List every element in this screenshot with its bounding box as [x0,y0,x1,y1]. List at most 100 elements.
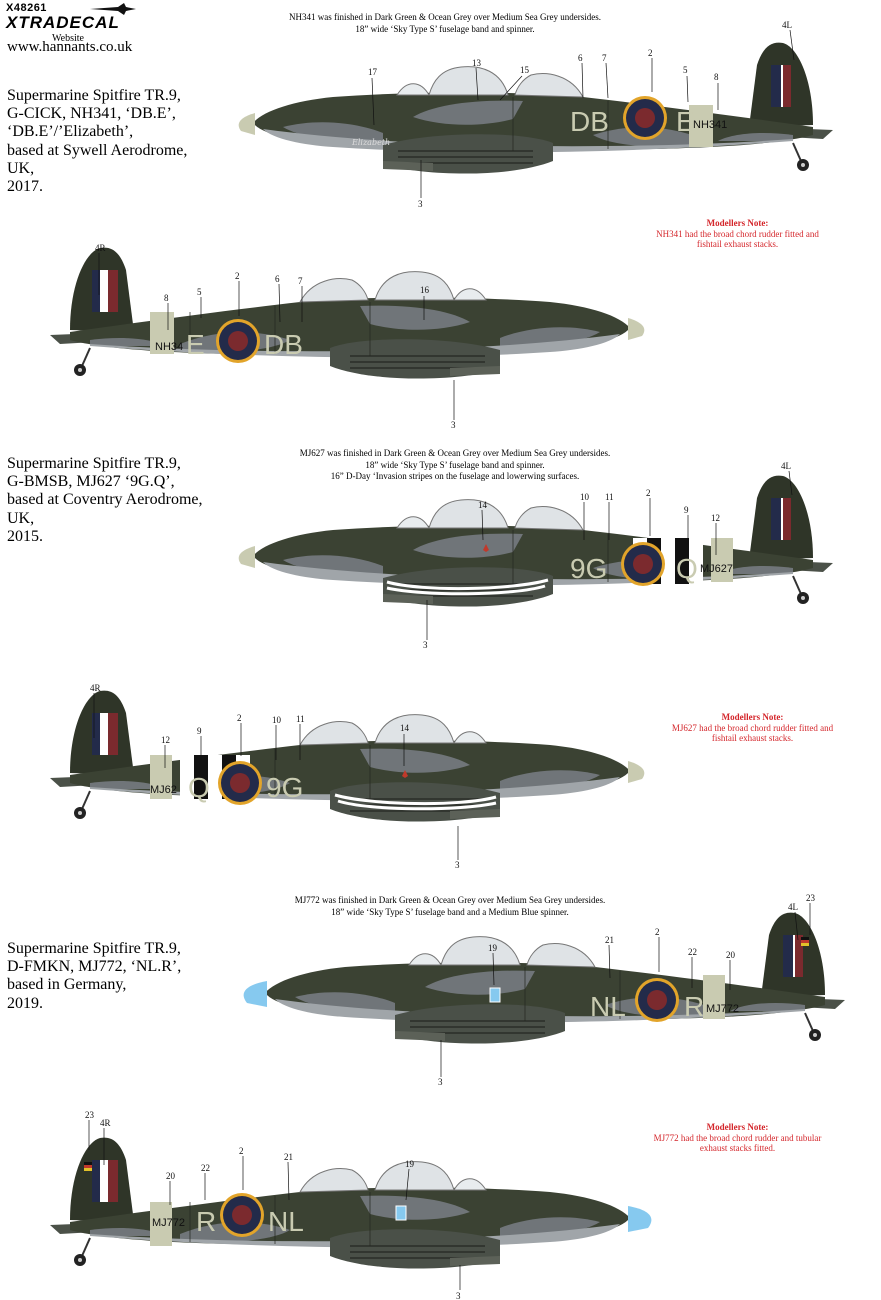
callouts-3a: 19 21 2 22 20 4L 23 3 [438,893,816,1087]
svg-text:4L: 4L [788,902,798,912]
aircraft-profile-mj627-starboard [49,689,645,823]
aircraft-profile-mj772-port [243,911,846,1045]
svg-text:2: 2 [648,48,653,58]
maple-leaf-icon [402,770,408,778]
code-letters-fwd-1b: DB [264,329,303,360]
svg-text:7: 7 [602,53,607,63]
roundel-mj627-starboard [218,761,262,805]
svg-text:20: 20 [166,1171,176,1181]
website-label: Website [52,33,84,44]
svg-text:9: 9 [684,505,689,515]
svg-text:14: 14 [478,500,488,510]
brand-logo: X48261 XTRADECAL [6,2,120,33]
callouts-2a: 14 10 11 2 9 12 4L 3 [423,461,793,650]
svg-text:13: 13 [472,58,482,68]
svg-text:2: 2 [235,271,240,281]
svg-text:9: 9 [197,726,202,736]
svg-text:20: 20 [726,950,736,960]
svg-text:5: 5 [197,287,202,297]
svg-text:16: 16 [420,285,430,295]
code-letters-fwd-1a: DB [570,106,609,137]
svg-text:19: 19 [405,1159,415,1169]
modellers-note-1: Modellers Note: NH341 had the broad chor… [656,218,819,249]
finish-note-2: MJ627 was finished in Dark Green & Ocean… [299,448,611,481]
svg-text:2: 2 [655,927,660,937]
finish-note-3: MJ772 was finished in Dark Green & Ocean… [294,895,606,917]
svg-text:4L: 4L [781,461,791,471]
scheme-caption-2: Supermarine Spitfire TR.9,G-BMSB, MJ627 … [7,455,203,545]
code-letter-aft-1a: E [676,106,695,137]
code-letter-aft-2a: Q [676,553,698,584]
callouts-3b: 23 4R 20 22 2 21 19 3 [85,1110,461,1300]
svg-text:3: 3 [451,420,456,430]
product-code: X48261 [6,2,47,14]
svg-text:5: 5 [683,65,688,75]
svg-text:3: 3 [455,860,460,870]
svg-text:17: 17 [368,67,378,77]
roundel-mj772-port [635,978,679,1022]
roundel-mj772-starboard [220,1193,264,1237]
aircraft-name-1a: Elizabeth [351,138,390,147]
serial-1b: NH34 [155,341,183,353]
website-link[interactable]: www.hannants.co.uk [7,39,133,55]
svg-text:7: 7 [298,276,303,286]
svg-text:6: 6 [578,53,583,63]
roundel-mj627-port [621,542,665,586]
svg-text:4R: 4R [90,683,101,693]
svg-text:4L: 4L [782,20,792,30]
svg-text:3: 3 [456,1291,461,1300]
modellers-note-3: Modellers Note: MJ772 had the broad chor… [653,1122,822,1153]
svg-text:3: 3 [438,1077,443,1087]
serial-2a: MJ627 [700,563,733,575]
svg-text:2: 2 [237,713,242,723]
code-letters-fwd-2b: 9G [266,772,303,803]
scheme-caption-3: Supermarine Spitfire TR.9,D-FMKN, MJ772,… [7,940,182,1012]
code-letter-aft-3a: R [684,991,704,1022]
aircraft-profile-mj772-starboard [49,1136,652,1270]
svg-text:15: 15 [520,65,530,75]
aircraft-profile-nh341-starboard [49,246,645,380]
aircraft-profile-nh341-port [238,41,834,175]
finish-note-1: NH341 was finished in Dark Green & Ocean… [289,12,601,34]
svg-text:10: 10 [272,715,282,725]
svg-text:6: 6 [275,274,280,284]
svg-text:21: 21 [605,935,614,945]
roundel-nh341-port [623,96,667,140]
roundel-nh341-starboard [216,319,260,363]
svg-text:12: 12 [161,735,170,745]
svg-text:10: 10 [580,492,590,502]
code-letters-fwd-3a: NL [590,991,626,1022]
scheme-caption-1: Supermarine Spitfire TR.9,G-CICK, NH341,… [7,87,188,196]
svg-text:22: 22 [201,1163,210,1173]
unit-badge-icon [395,1205,407,1221]
aircraft-profile-mj627-port [238,474,834,608]
svg-text:3: 3 [423,640,428,650]
svg-text:19: 19 [488,943,498,953]
serial-2b: MJ62 [150,784,177,796]
svg-text:21: 21 [284,1152,293,1162]
maple-leaf-icon [483,544,489,552]
svg-text:23: 23 [806,893,816,903]
callouts-1a: 17 13 15 6 7 2 5 8 4L 3 [368,20,795,209]
svg-text:2: 2 [646,488,651,498]
serial-3a: MJ772 [706,1003,739,1015]
svg-text:2: 2 [239,1146,244,1156]
svg-text:4R: 4R [95,243,106,253]
code-letters-fwd-2a: 9G [570,553,607,584]
code-letter-aft-3b: R [196,1206,216,1237]
callouts-1b: 4R 8 5 2 6 7 16 3 [95,243,456,430]
callouts-2b: 4R 12 9 2 10 11 14 3 [90,683,460,870]
svg-text:11: 11 [605,492,614,502]
svg-text:12: 12 [711,513,720,523]
svg-text:4R: 4R [100,1118,111,1128]
svg-text:3: 3 [418,199,423,209]
code-letter-aft-1b: E [186,329,205,360]
modellers-note-2: Modellers Note: MJ627 had the broad chor… [671,712,834,743]
svg-text:11: 11 [296,714,305,724]
code-letter-aft-2b: Q [188,772,210,803]
svg-text:14: 14 [400,723,410,733]
code-letters-fwd-3b: NL [268,1206,304,1237]
serial-1a: NH341 [693,119,727,131]
svg-text:8: 8 [714,72,719,82]
